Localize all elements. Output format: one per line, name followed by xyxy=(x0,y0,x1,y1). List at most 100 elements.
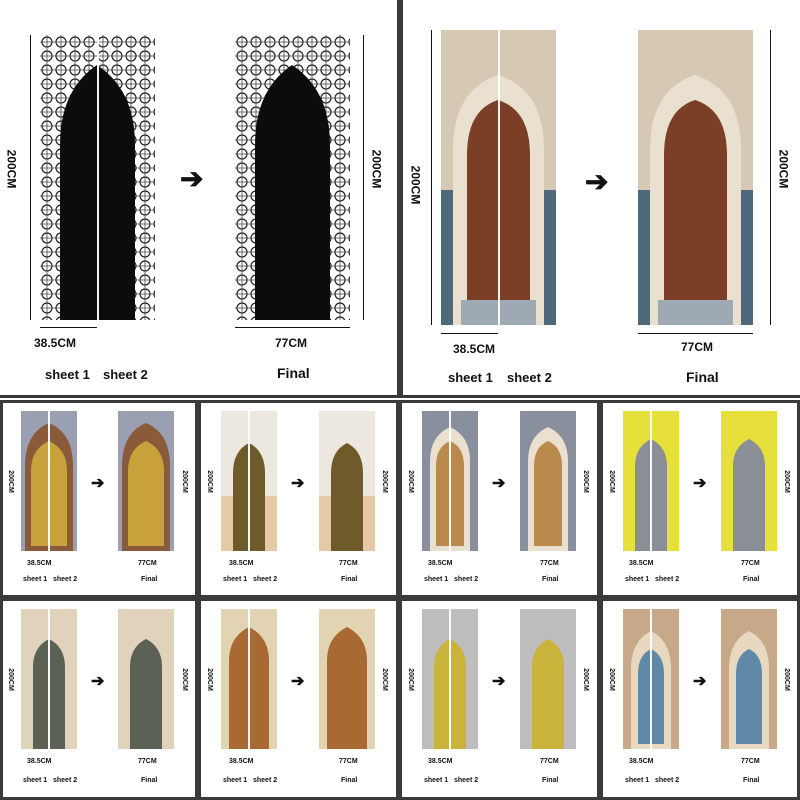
sheet1-label: sheet 1 xyxy=(23,777,48,784)
final-width-label: 77CM xyxy=(741,758,760,765)
height-label: 200CM xyxy=(4,149,19,189)
door-image-sheets xyxy=(21,609,77,749)
final-width-dimension-line xyxy=(235,327,350,328)
final-label: Final xyxy=(341,576,358,583)
sheet1-label: sheet 1 xyxy=(45,367,90,382)
arrow-icon: ➔ xyxy=(291,475,305,492)
sheet1-label: sheet 1 xyxy=(223,576,248,583)
final-width-label: 77CM xyxy=(339,560,358,567)
door-image-final xyxy=(638,30,753,325)
sheet-width-label: 38.5CM xyxy=(428,758,453,765)
arrow-icon: ➔ xyxy=(180,163,204,194)
door-image-sheets xyxy=(221,609,277,749)
sheet2-label: sheet 2 xyxy=(103,367,148,382)
height-label-final: 200CM xyxy=(180,470,188,493)
height-label: 200CM xyxy=(406,668,414,691)
door-image-sheets xyxy=(623,609,679,749)
height-label: 200CM xyxy=(408,165,423,205)
sheet2-label: sheet 2 xyxy=(655,777,680,784)
arrow-icon: ➔ xyxy=(291,673,305,690)
height-dimension-line-final xyxy=(770,30,771,325)
height-label-final: 200CM xyxy=(369,149,384,189)
sheet2-label: sheet 2 xyxy=(454,777,479,784)
sheet-width-label: 38.5CM xyxy=(27,758,52,765)
door-image-sheets xyxy=(221,411,277,551)
final-label: Final xyxy=(141,576,158,583)
door-image-sheets xyxy=(441,30,556,325)
final-width-label: 77CM xyxy=(275,336,308,350)
sheet-width-label: 38.5CM xyxy=(229,758,254,765)
door-image-final xyxy=(235,35,350,320)
product-panel-black-lattice: 200CM 200CM 38.5CM 77CM ➔ sheet 1 sheet … xyxy=(0,0,400,398)
arrow-icon: ➔ xyxy=(693,673,707,690)
sheet2-label: sheet 2 xyxy=(53,777,78,784)
sheet2-label: sheet 2 xyxy=(507,370,552,385)
final-width-label: 77CM xyxy=(138,560,157,567)
product-panel-stone-wood: 200CM 200CM 38.5CM 77CM ➔ sheet 1 sheet … xyxy=(400,0,800,398)
height-label-final: 200CM xyxy=(180,668,188,691)
product-panel-white-arch: 200CM 200CM 38.5CM 77CM ➔ sheet 1 sheet … xyxy=(198,400,399,598)
height-dimension-line-final xyxy=(363,35,364,320)
height-label-final: 200CM xyxy=(782,668,790,691)
sheet-width-label: 38.5CM xyxy=(229,560,254,567)
arrow-icon: ➔ xyxy=(693,475,707,492)
door-image-final xyxy=(319,609,375,749)
sheet2-label: sheet 2 xyxy=(655,576,680,583)
final-label: Final xyxy=(542,576,559,583)
door-image-final xyxy=(118,609,174,749)
product-panel-blue-tile-wood: 200CM 200CM 38.5CM 77CM ➔ sheet 1 sheet … xyxy=(399,400,600,598)
final-label: Final xyxy=(141,777,158,784)
sheet-width-label: 38.5CM xyxy=(629,560,654,567)
door-image-final xyxy=(721,609,777,749)
door-image-sheets xyxy=(422,411,478,551)
height-label-final: 200CM xyxy=(782,470,790,493)
arrow-icon: ➔ xyxy=(492,475,506,492)
sheet2-label: sheet 2 xyxy=(253,777,278,784)
sheet-width-label: 38.5CM xyxy=(27,560,52,567)
product-panel-yellow-arch: 200CM 200CM 38.5CM 77CM ➔ sheet 1 sheet … xyxy=(600,400,800,598)
final-label: Final xyxy=(743,777,760,784)
height-label: 200CM xyxy=(6,668,14,691)
product-panel-mosaic-arch: 200CM 200CM 38.5CM 77CM ➔ sheet 1 sheet … xyxy=(600,598,800,800)
height-dimension-line xyxy=(431,30,432,325)
door-image-sheets xyxy=(623,411,679,551)
height-label: 200CM xyxy=(205,668,213,691)
height-label: 200CM xyxy=(205,470,213,493)
product-panel-gold-door: 200CM 200CM 38.5CM 77CM ➔ sheet 1 sheet … xyxy=(0,400,198,598)
sheet1-label: sheet 1 xyxy=(23,576,48,583)
product-panel-wood-arch: 200CM 200CM 38.5CM 77CM ➔ sheet 1 sheet … xyxy=(198,598,399,800)
final-label: Final xyxy=(341,777,358,784)
sheet1-label: sheet 1 xyxy=(625,777,650,784)
sheet-width-dimension-line xyxy=(441,333,498,334)
door-image-final xyxy=(118,411,174,551)
sheet-width-label: 38.5CM xyxy=(629,758,654,765)
final-width-label: 77CM xyxy=(681,340,714,354)
final-label: Final xyxy=(686,369,719,385)
sheet1-label: sheet 1 xyxy=(223,777,248,784)
final-width-label: 77CM xyxy=(540,560,559,567)
height-label: 200CM xyxy=(406,470,414,493)
height-label: 200CM xyxy=(607,470,615,493)
height-label-final: 200CM xyxy=(380,668,388,691)
door-image-final xyxy=(721,411,777,551)
height-label: 200CM xyxy=(6,470,14,493)
sheet2-label: sheet 2 xyxy=(454,576,479,583)
sheet1-label: sheet 1 xyxy=(625,576,650,583)
height-label-final: 200CM xyxy=(581,668,589,691)
arrow-icon: ➔ xyxy=(585,166,609,197)
final-label: Final xyxy=(743,576,760,583)
final-width-label: 77CM xyxy=(339,758,358,765)
door-image-final xyxy=(520,609,576,749)
door-image-sheets xyxy=(21,411,77,551)
sheet-width-label: 38.5CM xyxy=(428,560,453,567)
height-label-final: 200CM xyxy=(380,470,388,493)
final-width-label: 77CM xyxy=(540,758,559,765)
door-image-final xyxy=(520,411,576,551)
final-label: Final xyxy=(542,777,559,784)
sheet-width-label: 38.5CM xyxy=(453,342,496,356)
sheet-width-dimension-line xyxy=(40,327,97,328)
door-image-sheets xyxy=(40,35,155,320)
sheet1-label: sheet 1 xyxy=(448,370,493,385)
product-panel-grey-gold: 200CM 200CM 38.5CM 77CM ➔ sheet 1 sheet … xyxy=(399,598,600,800)
arrow-icon: ➔ xyxy=(91,475,105,492)
